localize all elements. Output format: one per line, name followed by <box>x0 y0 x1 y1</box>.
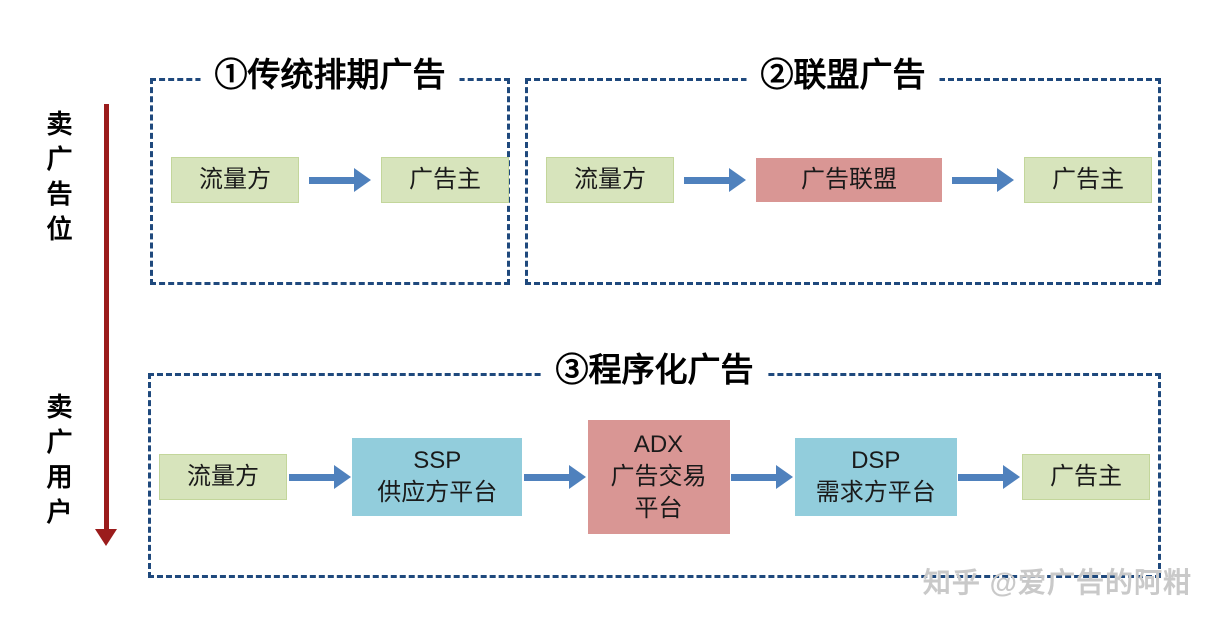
alliance-flow: 流量方 广告联盟 广告主 <box>546 157 1152 203</box>
node-advertiser-1: 广告主 <box>381 157 509 203</box>
node-advertiser-3: 广告主 <box>1022 454 1150 500</box>
node-advertiser-2: 广告主 <box>1024 157 1152 203</box>
node-traffic-side-1: 流量方 <box>171 157 299 203</box>
node-dsp: DSP 需求方平台 <box>794 438 957 516</box>
flow-arrow-icon <box>684 167 746 193</box>
flow-arrow-icon <box>731 464 793 490</box>
section-programmatic-title: ③程序化广告 <box>541 347 768 394</box>
programmatic-flow: 流量方 SSP 供应方平台 ADX 广告交易 平台 DSP 需求方平台 广告主 <box>159 420 1150 534</box>
sell-ad-slots-label: 卖广告位 <box>43 110 73 250</box>
flow-arrow-icon <box>952 167 1014 193</box>
node-traffic-side-2: 流量方 <box>546 157 674 203</box>
flow-arrow-icon <box>309 167 371 193</box>
node-adx: ADX 广告交易 平台 <box>587 420 730 534</box>
section-alliance-ads: ②联盟广告 流量方 广告联盟 广告主 <box>525 52 1161 285</box>
down-arrow-head <box>95 529 117 546</box>
node-ad-alliance: 广告联盟 <box>756 158 942 202</box>
down-arrow-stem <box>103 104 109 529</box>
flow-arrow-icon <box>289 464 351 490</box>
flow-arrow-icon <box>524 464 586 490</box>
node-traffic-side-3: 流量方 <box>159 454 287 500</box>
evolution-down-arrow-icon <box>95 104 117 546</box>
node-ssp: SSP 供应方平台 <box>352 438 523 516</box>
zhihu-watermark: 知乎 @爱广告的阿粓 <box>922 567 1192 598</box>
section-programmatic-ads: ③程序化广告 流量方 SSP 供应方平台 ADX 广告交易 平台 DSP 需求方… <box>148 347 1161 578</box>
section-traditional-ads: ①传统排期广告 流量方 广告主 <box>150 52 510 285</box>
sell-users-label: 卖广用户 <box>43 393 73 533</box>
traditional-flow: 流量方 广告主 <box>171 157 509 203</box>
section-traditional-title: ①传统排期广告 <box>200 52 460 99</box>
section-alliance-title: ②联盟广告 <box>746 52 940 99</box>
flow-arrow-icon <box>958 464 1020 490</box>
